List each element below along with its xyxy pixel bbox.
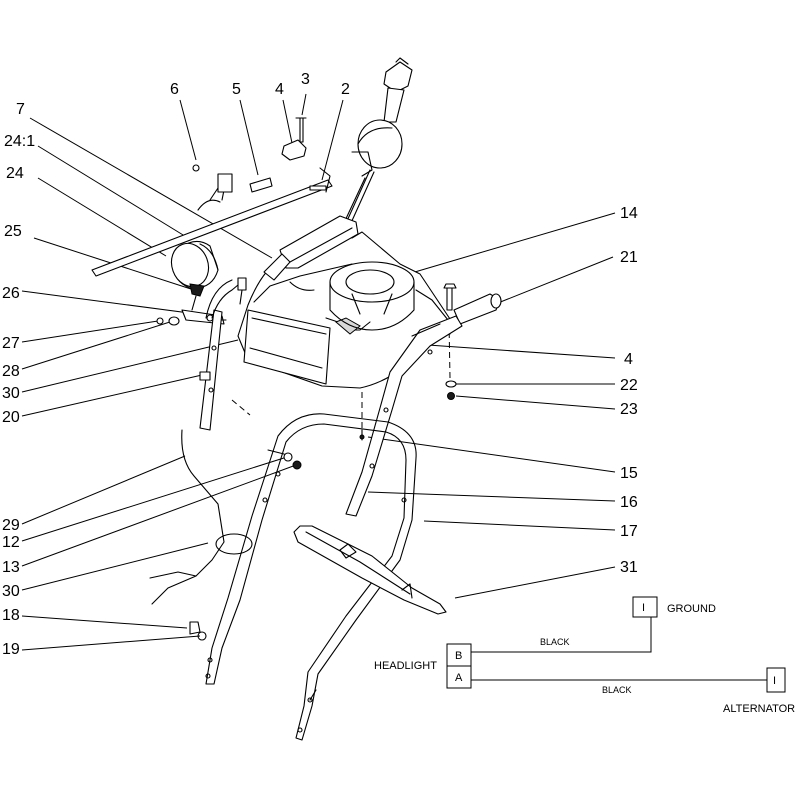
fasteners xyxy=(189,371,365,641)
callout-25: 25 xyxy=(4,223,22,240)
wire-a-color-label: BLACK xyxy=(602,685,632,695)
bracket-rod xyxy=(91,117,333,277)
alternator-terminal-box xyxy=(766,667,786,693)
dash-panel xyxy=(237,231,453,389)
callout-4-top: 4 xyxy=(275,81,284,98)
callout-30-bottom: 30 xyxy=(2,583,20,600)
chute-crank xyxy=(293,525,447,615)
callout-3: 3 xyxy=(301,71,310,88)
callout-28: 28 xyxy=(2,363,20,380)
alternator-terminal-symbol: I xyxy=(773,675,776,687)
callout-6: 6 xyxy=(170,81,179,98)
callout-29: 29 xyxy=(2,517,20,534)
callout-18: 18 xyxy=(2,607,20,624)
callout-23: 23 xyxy=(620,401,638,418)
shift-handle-assembly xyxy=(327,57,413,259)
callout-20: 20 xyxy=(2,409,20,426)
callout-21: 21 xyxy=(620,249,638,266)
headlight xyxy=(170,240,219,311)
callout-13: 13 xyxy=(2,559,20,576)
callout-12: 12 xyxy=(2,534,20,551)
ground-terminal-symbol: I xyxy=(642,602,645,614)
callout-7: 7 xyxy=(16,101,25,118)
lower-handle xyxy=(205,413,417,741)
terminal-a-label: A xyxy=(455,672,463,684)
callout-16: 16 xyxy=(620,494,638,511)
callout-24: 24 xyxy=(6,165,24,182)
upper-handle xyxy=(199,215,359,431)
callout-15: 15 xyxy=(620,465,638,482)
wiring-schematic: I GROUND B A HEADLIGHT BLACK BLACK I ALT… xyxy=(374,596,795,715)
alternator-label: ALTERNATOR xyxy=(723,703,795,715)
hidden-lines xyxy=(231,321,451,430)
terminal-b-label: B xyxy=(455,650,462,662)
callout-numbers: 6 5 4 3 2 7 24:1 24 25 26 27 28 30 20 14… xyxy=(2,71,638,658)
callout-17: 17 xyxy=(620,523,638,540)
callout-26: 26 xyxy=(2,285,20,302)
right-handle xyxy=(345,283,502,517)
callout-14: 14 xyxy=(620,205,638,222)
callout-24-1: 24:1 xyxy=(4,133,35,150)
leader-lines xyxy=(21,93,616,651)
callout-30-top: 30 xyxy=(2,385,20,402)
wire-b-to-ground xyxy=(471,617,652,653)
ground-label: GROUND xyxy=(667,603,716,615)
callout-27: 27 xyxy=(2,335,20,352)
callout-4-right: 4 xyxy=(624,351,633,368)
callout-2: 2 xyxy=(341,81,350,98)
callout-22: 22 xyxy=(620,377,638,394)
engine-outline xyxy=(149,429,253,605)
callout-19: 19 xyxy=(2,641,20,658)
ground-terminal-box xyxy=(632,596,658,618)
headlight-label: HEADLIGHT xyxy=(374,660,437,672)
callout-5: 5 xyxy=(232,81,241,98)
wire-b-color-label: BLACK xyxy=(540,637,570,647)
callout-31: 31 xyxy=(620,559,638,576)
